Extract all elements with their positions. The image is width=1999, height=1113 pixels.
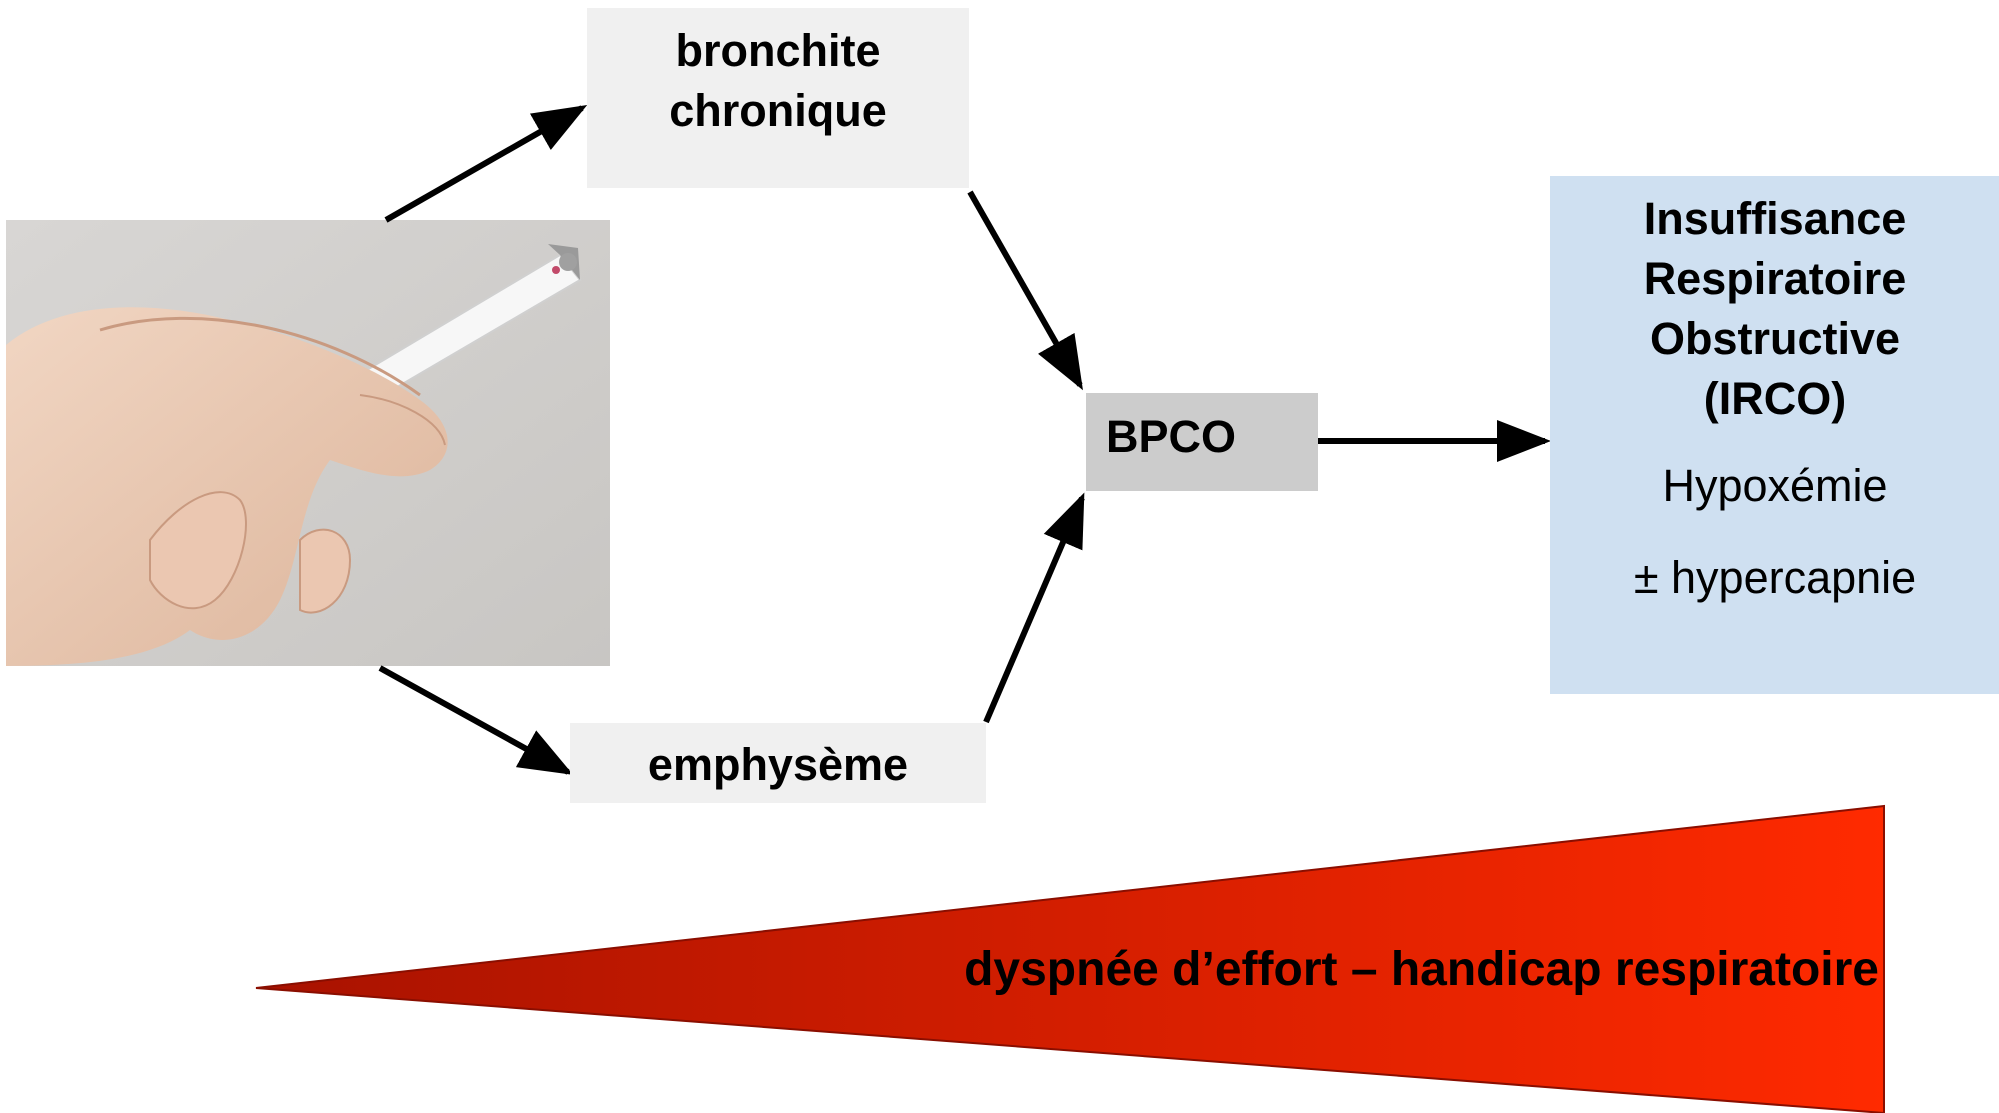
bronchite-label-line2: chronique xyxy=(669,85,887,136)
irco-box xyxy=(1550,176,1999,694)
arrow-bronchite-to-bpco xyxy=(967,190,1083,391)
irco-detail-hypoxemie: Hypoxémie xyxy=(1662,460,1887,511)
bpco-label: BPCO xyxy=(1106,411,1236,462)
wedge-label: dyspnée d’effort – handicap respiratoire xyxy=(964,943,1879,996)
dyspnea-wedge: dyspnée d’effort – handicap respiratoire xyxy=(255,804,1885,1113)
irco-title-line3: Obstructive xyxy=(1650,313,1900,364)
irco-title-line2: Respiratoire xyxy=(1644,253,1907,304)
irco-title-line4: (IRCO) xyxy=(1704,373,1846,424)
irco-detail-hypercapnie: ± hypercapnie xyxy=(1634,552,1916,603)
cigarette-photo xyxy=(6,220,610,666)
bronchite-box xyxy=(587,8,969,188)
wedge-shape xyxy=(255,804,1885,1113)
bpco-box xyxy=(1086,393,1318,491)
hand-icon xyxy=(6,307,448,666)
bronchite-node: bronchite chronique xyxy=(587,8,969,188)
bronchite-label-line1: bronchite xyxy=(675,25,880,76)
arrow-photo-to-bronchite xyxy=(384,105,588,223)
bpco-node: BPCO xyxy=(1086,393,1318,491)
irco-title-line1: Insuffisance xyxy=(1644,193,1907,244)
emphyseme-label: emphysème xyxy=(648,739,908,790)
arrow-emphyseme-to-bpco xyxy=(983,492,1085,724)
irco-node: Insuffisance Respiratoire Obstructive (I… xyxy=(1550,176,1999,694)
emphyseme-box xyxy=(570,723,986,803)
emphyseme-node: emphysème xyxy=(570,723,986,803)
arrow-photo-to-emphyseme xyxy=(378,665,574,775)
